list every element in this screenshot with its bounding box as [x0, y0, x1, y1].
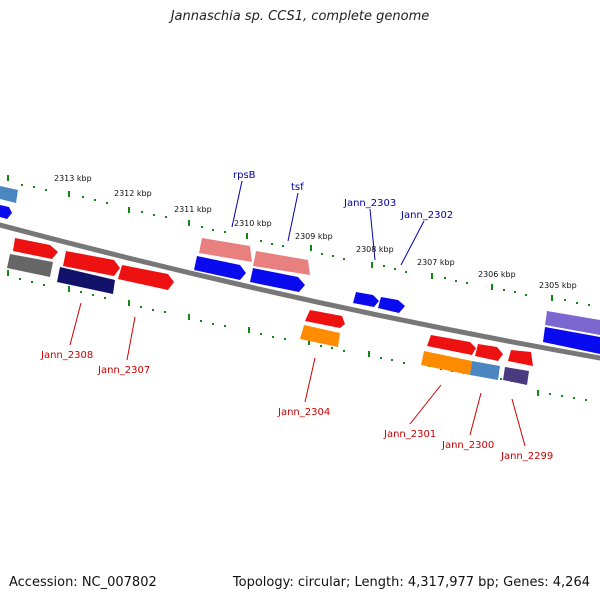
gene-arrow[interactable] — [300, 325, 340, 347]
gene-arrow[interactable] — [194, 256, 246, 280]
gene-label-rpsB[interactable]: rpsB — [233, 170, 256, 181]
kbp-label-2313: 2313 kbp — [54, 174, 92, 183]
gene-arrow[interactable] — [0, 186, 18, 203]
gene-arrow[interactable] — [503, 367, 529, 385]
gene-label-jann-2304[interactable]: Jann_2304 — [277, 407, 330, 418]
gene-arrow[interactable] — [543, 327, 600, 354]
genome-summary-text: Topology: circular; Length: 4,317,977 bp… — [232, 575, 590, 590]
gene-arrow[interactable] — [353, 292, 379, 307]
gene-arrow[interactable] — [305, 310, 345, 328]
gene-arrow[interactable] — [0, 205, 12, 219]
gene-arrow[interactable] — [475, 344, 503, 361]
kbp-label-2306: 2306 kbp — [478, 270, 516, 279]
kbp-label-2310: 2310 kbp — [234, 219, 272, 228]
kbp-label-2311: 2311 kbp — [174, 205, 212, 214]
gene-arrow[interactable] — [199, 238, 252, 262]
gene-arrow[interactable] — [378, 297, 405, 313]
kbp-label-2305: 2305 kbp — [539, 281, 577, 290]
genome-backbone — [0, 222, 600, 361]
kbp-label-2309: 2309 kbp — [295, 232, 333, 241]
gene-arrow[interactable] — [7, 254, 53, 277]
leader-lines — [69, 180, 526, 447]
accession-text: Accession: NC_007802 — [9, 575, 157, 590]
gene-arrow[interactable] — [421, 351, 472, 375]
gene-label-jann-2300[interactable]: Jann_2300 — [441, 440, 494, 451]
gene-label-jann-2299[interactable]: Jann_2299 — [500, 451, 553, 462]
kbp-label-2307: 2307 kbp — [417, 258, 455, 267]
gene-arrow[interactable] — [470, 361, 500, 380]
gene-arrow[interactable] — [118, 265, 174, 290]
kbp-label-2308: 2308 kbp — [356, 245, 394, 254]
upper-scale — [7, 175, 590, 306]
gene-label-jann-2302[interactable]: Jann_2302 — [400, 210, 453, 221]
gene-features — [0, 186, 600, 385]
gene-arrow[interactable] — [250, 268, 305, 292]
gene-label-jann-2308[interactable]: Jann_2308 — [40, 350, 93, 361]
gene-arrow[interactable] — [253, 251, 310, 275]
gene-label-jann-2301[interactable]: Jann_2301 — [383, 429, 436, 440]
gene-arrow[interactable] — [427, 335, 476, 355]
kbp-label-2312: 2312 kbp — [114, 189, 152, 198]
gene-arrow[interactable] — [545, 311, 600, 335]
gene-arrow[interactable] — [63, 251, 120, 276]
gene-arrow[interactable] — [13, 238, 58, 259]
gene-label-tsf[interactable]: tsf — [291, 182, 304, 193]
gene-arrow[interactable] — [57, 267, 115, 294]
map-title: Jannaschia sp. CCS1, complete genome — [170, 9, 430, 24]
gene-label-jann-2307[interactable]: Jann_2307 — [97, 365, 150, 376]
gene-label-jann-2303[interactable]: Jann_2303 — [343, 198, 396, 209]
gene-arrow[interactable] — [508, 350, 533, 366]
